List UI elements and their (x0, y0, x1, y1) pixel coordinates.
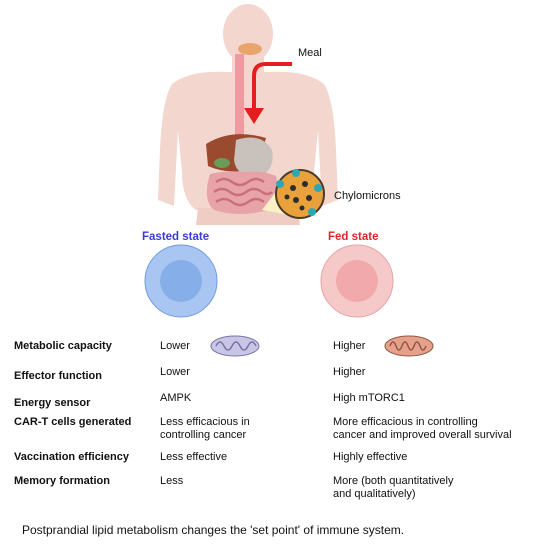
fasted-effector-function: Lower (160, 366, 190, 378)
row-label-car-t-cells: CAR-T cells generated (14, 416, 132, 428)
fasted-vaccination-efficiency: Less effective (160, 451, 228, 463)
fed-car-t-line2: cancer and improved overall survival (333, 429, 512, 441)
fed-vaccination-efficiency: Highly effective (333, 451, 408, 463)
esophagus (235, 54, 244, 144)
fed-effector-function: Higher (333, 366, 366, 378)
row-label-metabolic-capacity: Metabolic capacity (14, 340, 112, 352)
meal-arrow (244, 62, 292, 124)
fed-memory-formation-line1: More (both quantitatively (333, 475, 454, 487)
fasted-energy-sensor: AMPK (160, 392, 192, 404)
figure-caption: Postprandial lipid metabolism changes th… (22, 523, 405, 537)
fasted-metabolic-capacity: Lower (160, 340, 190, 352)
row-label-energy-sensor: Energy sensor (14, 397, 91, 409)
fasted-cell-nucleus (160, 260, 202, 302)
fed-memory-formation-line2: and qualitatively) (333, 488, 416, 500)
mitochondrion-high-icon (384, 335, 434, 357)
meal-label: Meal (298, 47, 322, 59)
fasted-state-title: Fasted state (142, 231, 210, 243)
digestive-organs-illustration (206, 134, 278, 214)
fed-energy-sensor: High mTORC1 (333, 392, 405, 404)
fed-cell-nucleus (336, 260, 378, 302)
fasted-car-t-line1: Less efficacious in (160, 416, 250, 428)
fed-car-t-line1: More efficacious in controlling (333, 416, 478, 428)
row-label-effector-function: Effector function (14, 370, 102, 382)
row-label-vaccination-efficiency: Vaccination efficiency (14, 451, 129, 463)
mouth-illustration (238, 43, 262, 55)
fasted-car-t-line2: controlling cancer (160, 429, 247, 441)
chylomicron-illustration (275, 169, 325, 219)
chylomicrons-label: Chylomicrons (334, 190, 401, 202)
fed-state-title: Fed state (328, 231, 379, 243)
fasted-memory-formation: Less (160, 475, 184, 487)
fed-metabolic-capacity: Higher (333, 340, 366, 352)
mitochondrion-low-icon (210, 335, 260, 357)
row-label-memory-formation: Memory formation (14, 475, 110, 487)
